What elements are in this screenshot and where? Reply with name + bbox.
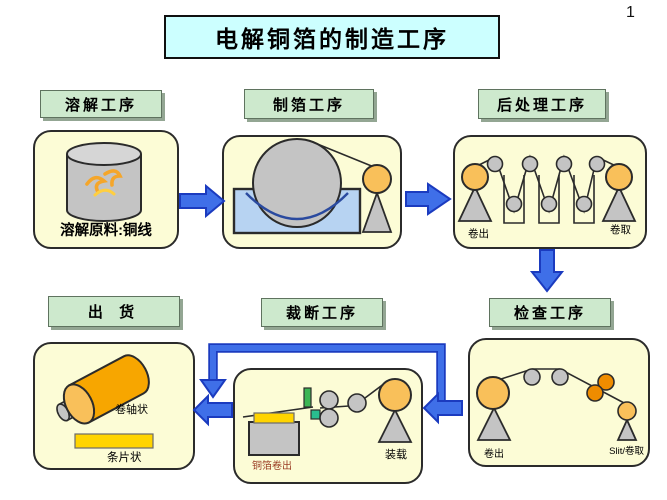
load-roll-icon	[378, 378, 412, 412]
unwind-roll-icon	[461, 163, 489, 191]
copper-wire-icon	[85, 175, 108, 194]
cutter-blade-icon	[303, 387, 312, 408]
roller-icon	[521, 155, 539, 173]
unwinder-stand	[476, 405, 512, 441]
roller-icon	[486, 155, 504, 173]
slide-title: 电解铜箔的制造工序	[164, 15, 500, 59]
panel-post-process: 卷出 卷取	[453, 135, 647, 249]
foil-stack	[253, 412, 295, 424]
unwind-roll-icon	[476, 376, 510, 410]
roller-icon	[555, 155, 573, 173]
arrow-inspect-to-cut-icon	[422, 391, 463, 425]
cutter-anvil-icon	[310, 409, 321, 420]
foil-web	[309, 140, 375, 168]
wind-roll-icon	[362, 164, 392, 194]
dissolve-diagram	[66, 142, 142, 222]
inspect-slit-label: Slit/卷取	[609, 446, 644, 457]
stage-label-dissolve: 溶解工序	[40, 90, 162, 118]
roller-icon	[319, 390, 339, 410]
winder-stand	[616, 417, 638, 441]
shipping-diagram	[56, 354, 154, 449]
panel-shipping: 卷轴状 条片状	[33, 342, 195, 470]
winder-stand	[361, 190, 393, 233]
roller-icon	[575, 195, 593, 213]
post-process-diagram	[457, 154, 637, 224]
stage-label-foil: 制箔工序	[244, 89, 374, 119]
page-number: 1	[626, 4, 635, 21]
panel-dissolve: 溶解原料:铜线	[33, 130, 179, 249]
roller-icon	[551, 368, 569, 386]
slide-title-text: 电解铜箔的制造工序	[215, 26, 449, 52]
foil-strip-icon	[74, 433, 154, 449]
bath-tank	[573, 175, 595, 224]
tank-body	[66, 154, 142, 222]
unwind-box	[248, 421, 300, 456]
arrow-cut-to-ship-icon	[192, 393, 233, 427]
stage-label-cutting: 裁断工序	[261, 298, 383, 327]
post-unwind-label: 卷出	[468, 228, 489, 240]
foil-unwind-label: 铜箔卷出	[252, 461, 292, 472]
stage-label-post-process: 后处理工序	[478, 89, 606, 119]
tank-top	[66, 142, 142, 166]
post-wind-label: 卷取	[610, 224, 631, 236]
copper-wire-icon	[103, 169, 123, 187]
copper-wire-icon	[93, 188, 116, 197]
arrow-foil-to-post-icon	[405, 182, 452, 216]
roll-form-label: 卷轴状	[115, 404, 148, 416]
winder-stand	[601, 184, 637, 222]
roller-icon	[347, 393, 367, 413]
arrow-post-to-inspect-icon	[529, 249, 565, 293]
panel-foil	[222, 135, 402, 249]
stage-label-inspection: 检查工序	[489, 298, 611, 327]
strip-form-label: 条片状	[107, 452, 142, 464]
unwinder-stand	[457, 184, 493, 222]
arrow-down-to-shipping-icon	[199, 379, 227, 399]
inspection-diagram	[476, 368, 638, 441]
panel-inspection: 卷出 Slit/卷取	[468, 338, 650, 467]
roller-icon	[588, 155, 606, 173]
load-label: 装载	[385, 449, 407, 461]
roller-icon	[319, 408, 339, 428]
bath-tank	[503, 175, 525, 224]
loader-stand	[377, 407, 413, 443]
arrow-dissolve-to-foil-icon	[179, 183, 226, 219]
wind-roll-icon	[617, 401, 637, 421]
foil-roll-icon	[56, 354, 150, 425]
inspect-roller-icon	[597, 373, 615, 391]
dissolve-caption: 溶解原料:铜线	[60, 223, 152, 239]
wind-roll-icon	[605, 163, 633, 191]
roller-icon	[505, 195, 523, 213]
panel-cutting: 装载 铜箔卷出	[233, 368, 423, 484]
foil-diagram	[232, 138, 393, 235]
inspect-unwind-label: 卷出	[484, 449, 504, 460]
roller-icon	[523, 368, 541, 386]
bath-tank	[538, 175, 560, 224]
roller-icon	[540, 195, 558, 213]
inspect-roller-icon	[586, 384, 604, 402]
stage-label-shipping: 出 货	[48, 296, 180, 327]
drum-icon	[252, 138, 342, 228]
bath-arc	[245, 192, 349, 221]
